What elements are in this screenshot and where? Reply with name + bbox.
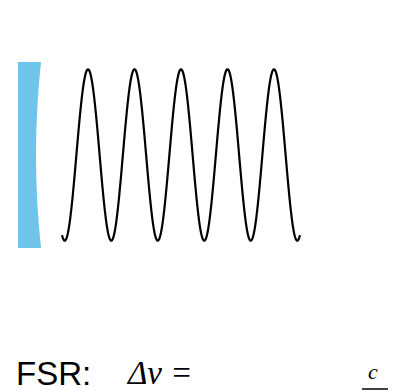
wave-curve (62, 69, 300, 240)
fraction-bar (362, 388, 388, 390)
numerator-label: c (368, 361, 378, 383)
standing-wave (62, 69, 300, 240)
fsr-label: FSR: (16, 357, 91, 390)
concave-mirror (18, 62, 41, 248)
formula-label: Δν = (128, 357, 193, 390)
